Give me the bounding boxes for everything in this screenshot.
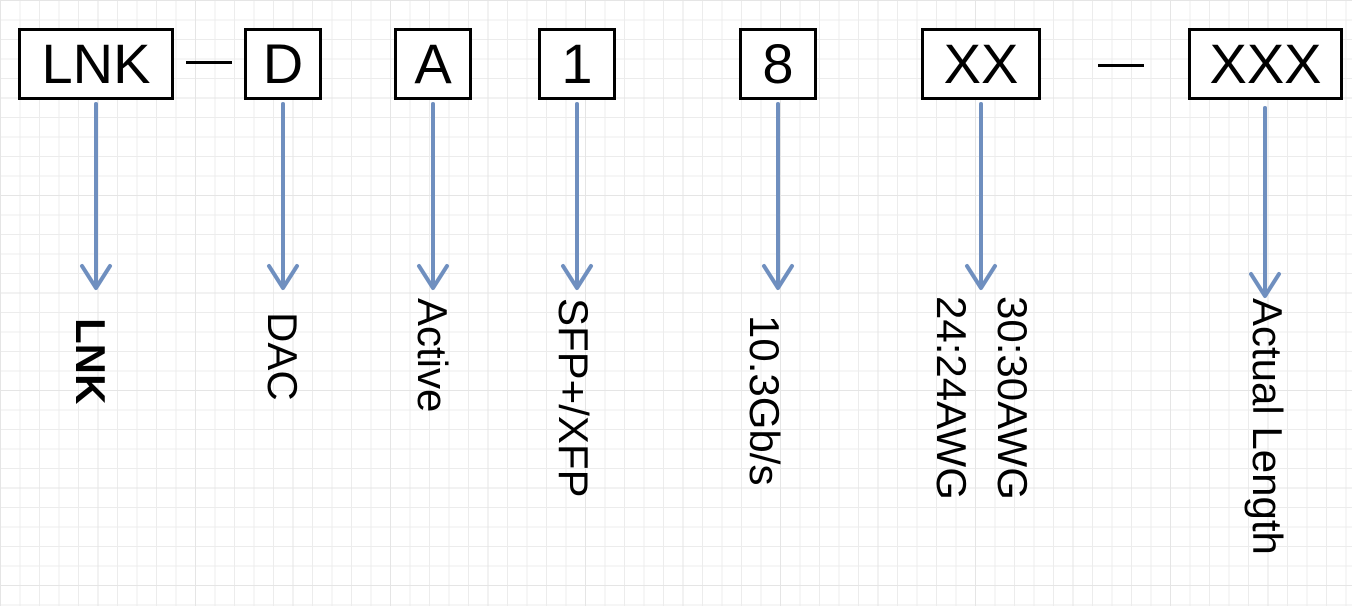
arrow-d [267, 102, 299, 290]
code-a-text: A [414, 32, 452, 95]
separator-dash-1 [186, 61, 232, 64]
code-box-d: D [244, 28, 322, 100]
arrow-1 [561, 102, 593, 290]
code-d-text: D [262, 32, 304, 95]
code-1-text: 1 [561, 32, 593, 95]
code-box-xxx: XXX [1188, 28, 1343, 100]
label-awg-line1: 30:30AWG [988, 296, 1036, 500]
arrow-lnk [80, 102, 112, 290]
label-awg: 30:30AWG 24:24AWG [920, 296, 1042, 500]
label-active: Active [409, 298, 456, 413]
code-lnk-text: LNK [41, 32, 151, 95]
label-length: Actual Length [1244, 298, 1291, 555]
arrow-8 [762, 102, 794, 290]
label-speed: 10.3Gb/s [741, 315, 788, 486]
arrow-xxx [1249, 106, 1281, 298]
label-lnk: LNK [67, 318, 114, 405]
code-box-a: A [394, 28, 472, 100]
label-sfp: SFP+/XFP [550, 298, 597, 498]
arrow-a [417, 102, 449, 290]
code-8-text: 8 [762, 32, 794, 95]
code-box-8: 8 [739, 28, 817, 100]
code-xxx-text: XXX [1209, 32, 1322, 95]
code-box-1: 1 [538, 28, 616, 100]
label-dac: DAC [259, 312, 306, 401]
label-awg-line2: 24:24AWG [927, 296, 975, 500]
code-xx-text: XX [943, 32, 1019, 95]
code-box-xx: XX [921, 28, 1041, 100]
code-box-lnk: LNK [18, 28, 174, 100]
arrow-xx [965, 102, 997, 290]
separator-dash-2 [1098, 64, 1144, 67]
